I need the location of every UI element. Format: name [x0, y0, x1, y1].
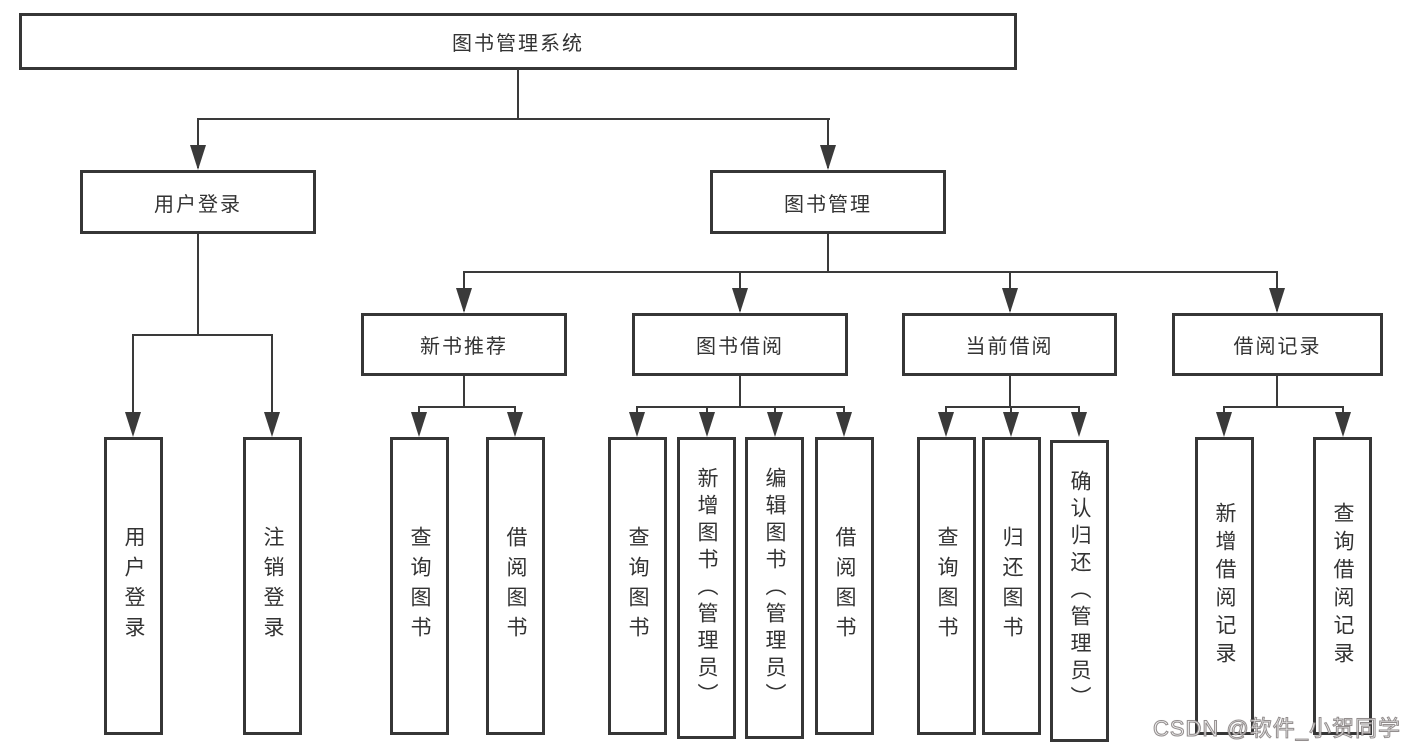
- node-label: 新增图书（管理员）: [695, 466, 718, 710]
- leaf-borrow-add-books-admin: 新增图书（管理员）: [677, 437, 736, 739]
- node-label: 用户登录: [154, 193, 242, 216]
- node-label: 注销登录: [261, 526, 284, 646]
- connector-current-borrow-riser: [1009, 376, 1011, 406]
- node-new-book-recommend: 新书推荐: [361, 313, 567, 376]
- leaf-current-query-books: 查询图书: [917, 437, 976, 735]
- node-label: 新书推荐: [420, 336, 508, 358]
- node-label: 图书管理系统: [452, 33, 584, 55]
- arrowhead-borrow-records: [1269, 288, 1285, 313]
- connector-book-borrow-bus: [636, 406, 845, 408]
- connector-current-borrow-bus: [945, 406, 1080, 408]
- node-borrow-records: 借阅记录: [1172, 313, 1383, 376]
- connector-user-login-bus: [132, 334, 273, 336]
- node-label: 确认归还（管理员）: [1068, 469, 1091, 713]
- arrowhead-current-borrow: [1002, 288, 1018, 313]
- arrowhead-leaf: [1003, 412, 1019, 437]
- arrowhead-leaf: [411, 412, 427, 437]
- leaf-current-confirm-return-admin: 确认归还（管理员）: [1050, 440, 1109, 742]
- csdn-watermark: CSDN @软件_小贺同学: [1152, 716, 1401, 742]
- leaf-borrow-borrow-books: 借阅图书: [815, 437, 874, 735]
- connector-drop-book-mgmt: [827, 118, 829, 168]
- connector-new-book-rec-riser: [463, 376, 465, 406]
- node-label: 查询图书: [935, 526, 958, 646]
- connector-book-mgmt-riser: [827, 234, 829, 271]
- node-label: 借阅记录: [1233, 336, 1322, 358]
- node-user-login: 用户登录: [80, 170, 316, 234]
- leaf-records-add-record: 新增借阅记录: [1195, 437, 1254, 735]
- node-label: 借阅图书: [504, 526, 527, 646]
- node-label: 查询图书: [626, 526, 649, 646]
- node-book-management: 图书管理: [710, 170, 946, 234]
- leaf-records-query-record: 查询借阅记录: [1313, 437, 1372, 735]
- arrowhead-leaf: [629, 412, 645, 437]
- arrowhead-leaf-user-login: [125, 412, 141, 437]
- arrowhead-leaf: [1216, 412, 1232, 437]
- node-label: 新增借阅记录: [1213, 502, 1236, 670]
- node-label: 借阅图书: [833, 526, 856, 646]
- arrowhead-leaf: [507, 412, 523, 437]
- arrowhead-book-mgmt: [820, 145, 836, 170]
- node-book-borrow: 图书借阅: [632, 313, 848, 376]
- arrowhead-leaf: [699, 412, 715, 437]
- leaf-user-login: 用户登录: [104, 437, 163, 735]
- leaf-borrow-query-books: 查询图书: [608, 437, 667, 735]
- leaf-recommend-borrow-books: 借阅图书: [486, 437, 545, 735]
- arrowhead-leaf: [1071, 412, 1087, 437]
- connector-level3-bus: [464, 271, 1278, 273]
- leaf-logout: 注销登录: [243, 437, 302, 735]
- leaf-recommend-query-books: 查询图书: [390, 437, 449, 735]
- node-label: 编辑图书（管理员）: [763, 466, 786, 710]
- node-label: 归还图书: [1000, 526, 1023, 646]
- connector-drop-leaf-user-login: [132, 334, 134, 434]
- node-label: 图书借阅: [696, 336, 784, 358]
- node-label: 用户登录: [122, 526, 145, 646]
- node-current-borrow: 当前借阅: [902, 313, 1117, 376]
- arrowhead-leaf: [938, 412, 954, 437]
- connector-root-riser: [517, 69, 519, 118]
- connector-drop-user-login: [197, 118, 199, 168]
- connector-level2-bus: [197, 118, 830, 120]
- connector-book-borrow-riser: [739, 376, 741, 406]
- node-library-management-system: 图书管理系统: [19, 13, 1017, 70]
- leaf-current-return-books: 归还图书: [982, 437, 1041, 735]
- arrowhead-book-borrow: [732, 288, 748, 313]
- leaf-borrow-edit-books-admin: 编辑图书（管理员）: [745, 437, 804, 739]
- connector-borrow-records-riser: [1276, 376, 1278, 406]
- node-label: 当前借阅: [965, 336, 1054, 358]
- arrowhead-leaf-logout: [264, 412, 280, 437]
- node-label: 查询图书: [408, 526, 431, 646]
- arrowhead-leaf: [767, 412, 783, 437]
- arrowhead-user-login: [190, 145, 206, 170]
- connector-borrow-records-bus: [1223, 406, 1344, 408]
- connector-user-login-riser: [197, 234, 199, 334]
- node-label: 查询借阅记录: [1331, 502, 1354, 670]
- arrowhead-new-book-rec: [456, 288, 472, 313]
- node-label: 图书管理: [784, 193, 872, 216]
- connector-drop-leaf-logout: [271, 334, 273, 434]
- connector-new-book-rec-bus: [418, 406, 516, 408]
- arrowhead-leaf: [836, 412, 852, 437]
- arrowhead-leaf: [1335, 412, 1351, 437]
